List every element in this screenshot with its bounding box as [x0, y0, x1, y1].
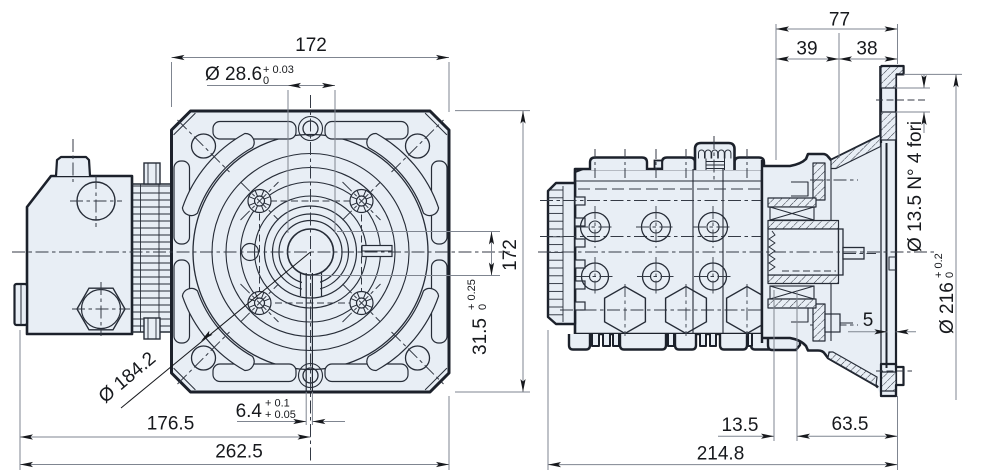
- svg-text:39: 39: [796, 39, 817, 60]
- svg-text:214.8: 214.8: [697, 444, 745, 465]
- svg-text:5: 5: [863, 310, 874, 331]
- svg-text:38: 38: [856, 39, 877, 60]
- svg-text:13.5: 13.5: [722, 415, 759, 436]
- svg-text:Ø 13.5 N° 4 fori: Ø 13.5 N° 4 fori: [905, 121, 926, 252]
- svg-text:63.5: 63.5: [832, 414, 869, 435]
- svg-text:+ 0.25: + 0.25: [466, 279, 478, 310]
- svg-text:262.5: 262.5: [215, 442, 263, 463]
- svg-text:31.5: 31.5: [470, 318, 491, 355]
- svg-text:77: 77: [829, 10, 850, 31]
- svg-text:Ø 28.6: Ø 28.6: [205, 64, 262, 85]
- svg-text:176.5: 176.5: [147, 414, 195, 435]
- svg-text:0: 0: [944, 272, 956, 278]
- svg-text:+ 0.1: + 0.1: [265, 398, 290, 410]
- svg-text:6.4: 6.4: [236, 401, 263, 422]
- svg-text:0: 0: [263, 75, 269, 87]
- svg-text:0: 0: [477, 304, 489, 310]
- svg-text:Ø 216: Ø 216: [937, 282, 958, 334]
- svg-text:+ 0.2: + 0.2: [933, 253, 945, 278]
- svg-text:+ 0.05: + 0.05: [265, 409, 296, 421]
- svg-text:172: 172: [500, 239, 521, 271]
- svg-text:+ 0.03: + 0.03: [263, 64, 294, 76]
- svg-text:172: 172: [295, 35, 327, 56]
